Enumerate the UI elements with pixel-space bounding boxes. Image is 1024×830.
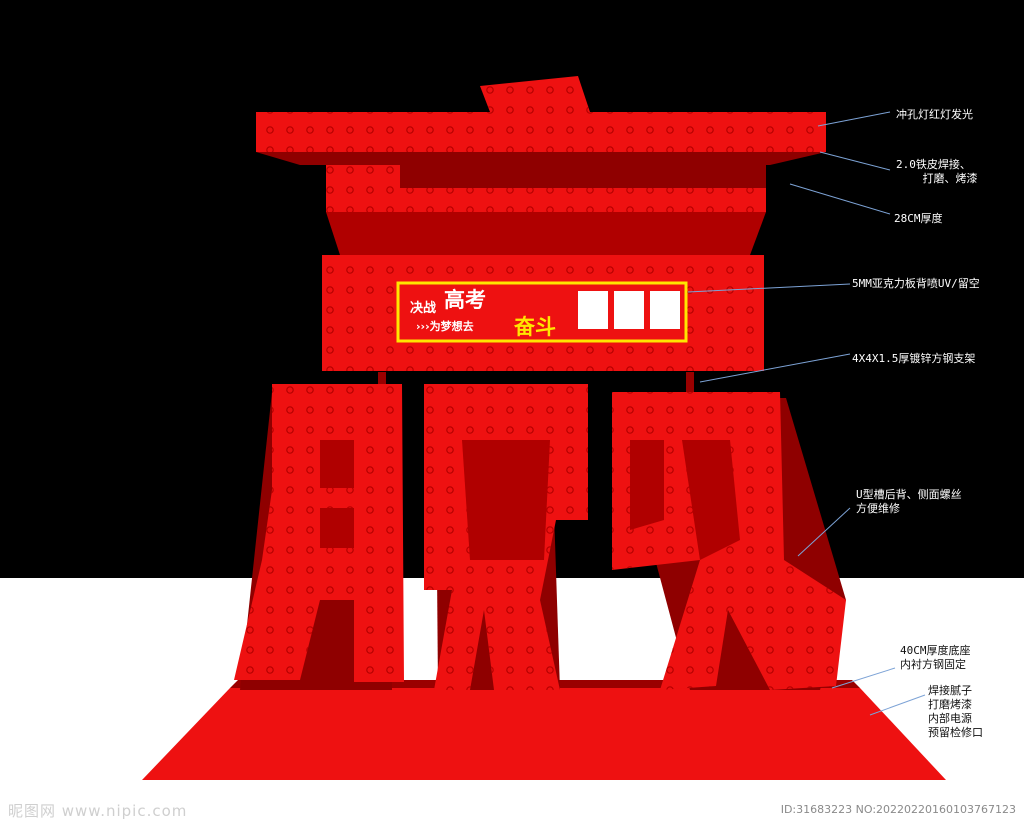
countdown-box-1	[578, 291, 608, 329]
panel-line1-small: 决战	[410, 301, 437, 316]
panel-line2-small: ›››为梦想去	[416, 320, 474, 333]
support-post-right	[686, 372, 694, 402]
panel-line1-big: 高考	[444, 288, 486, 312]
annotation-u-groove: U型槽后背、侧面螺丝 方便维修	[856, 488, 962, 515]
annotation-finish: 焊接腻子 打磨烤漆 内部电源 预留检修口	[928, 684, 983, 739]
annotation-lighting: 冲孔灯红灯发光	[896, 108, 973, 121]
middle-panel	[322, 255, 764, 371]
top-radical	[256, 76, 826, 255]
panel-line2-big: 奋斗	[514, 315, 556, 339]
annotation-bracket: 4X4X1.5厚镀锌方钢支架	[852, 352, 976, 365]
leader-lines	[687, 111, 926, 716]
watermark-left: 昵图网 www.nipic.com	[8, 802, 188, 820]
countdown-box-3	[650, 291, 680, 329]
annotation-acrylic: 5MM亚克力板背喷UV/留空	[852, 277, 980, 290]
watermark-right: ID:31683223 NO:20220220160103767123	[780, 803, 1016, 816]
annotation-thickness: 28CM厚度	[894, 212, 943, 225]
base-pedestal	[142, 680, 946, 780]
annotation-base: 40CM厚度底座 内衬方钢固定	[900, 644, 971, 671]
countdown-box-2	[614, 291, 644, 329]
bottom-characters	[234, 384, 846, 690]
annotation-iron-welding: 2.0铁皮焊接、 打磨、烤漆	[896, 158, 978, 185]
